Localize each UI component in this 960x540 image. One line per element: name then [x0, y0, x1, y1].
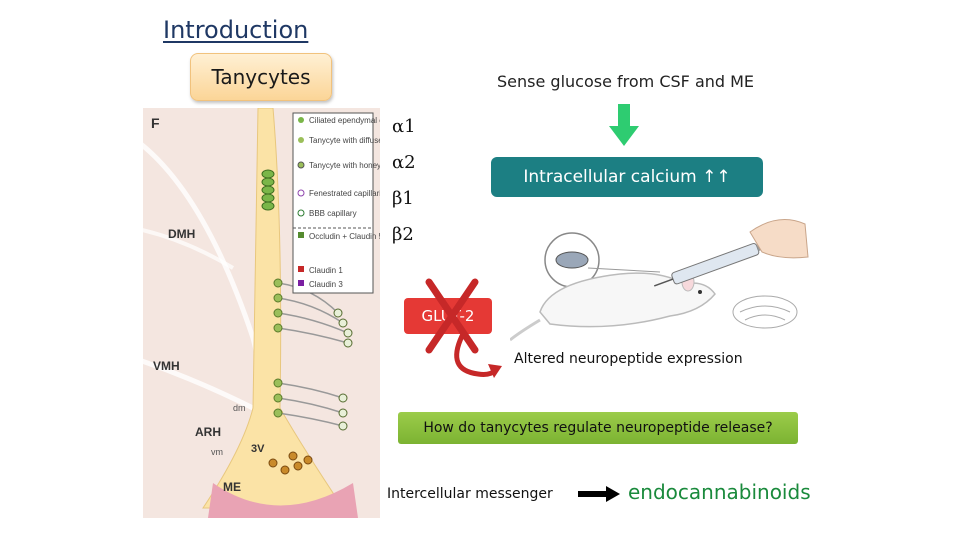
- curved-arrow-icon: [454, 333, 502, 378]
- legend-marker-fenestrated: [297, 189, 305, 197]
- brain-inset-icon: [555, 251, 589, 269]
- tanycytes-label: Tanycytes: [211, 65, 311, 89]
- messenger-text: Intercellular messenger: [387, 486, 553, 502]
- legend-marker-occludin: [298, 232, 304, 238]
- legend-marker-claudin1: [298, 266, 304, 272]
- mouse-eye-icon: [698, 290, 702, 294]
- region-label-arh: ARH: [195, 425, 221, 439]
- question-label: How do tanycytes regulate neuropeptide r…: [423, 420, 773, 436]
- mouse-tail-icon: [510, 318, 541, 342]
- legend-marker-ependymal: [298, 117, 304, 123]
- question-box: How do tanycytes regulate neuropeptide r…: [398, 412, 798, 444]
- legend-marker-bbb: [297, 209, 305, 217]
- legend-text: Occludin + Claudin 5 + ZO-1: [309, 232, 380, 241]
- subunit-beta2: β2: [392, 224, 414, 245]
- tanycytes-box: Tanycytes: [190, 53, 332, 101]
- calcium-label: Intracellular calcium ↑↑: [523, 167, 731, 187]
- legend-text: Claudin 1: [309, 266, 343, 275]
- intracellular-calcium-box: Intracellular calcium ↑↑: [491, 157, 763, 197]
- tissue-boundary: [143, 358, 255, 411]
- region-label-3v: 3V: [251, 443, 265, 455]
- region-label-me: ME: [223, 480, 241, 494]
- sense-glucose-text: Sense glucose from CSF and ME: [497, 72, 755, 91]
- mouse-injection-illustration: [510, 219, 809, 342]
- legend-box: [292, 112, 374, 294]
- cross-icon: [425, 278, 479, 354]
- region-label-dmh: DMH: [168, 227, 195, 241]
- fenestrated-capillaries: [268, 451, 313, 475]
- subunit-alpha1: α1: [392, 116, 416, 137]
- region-label-dm: dm: [233, 403, 246, 413]
- right-arrow-icon: [578, 486, 620, 502]
- median-eminence: [208, 483, 358, 518]
- legend-marker-diffuse: [298, 137, 304, 143]
- legend-text: Tanycyte with diffuse pattern: [309, 136, 380, 145]
- tissue-boundary: [143, 228, 235, 270]
- down-arrow-icon: [609, 104, 639, 146]
- legend-text: Tanycyte with honeycomb pattern: [309, 161, 380, 170]
- hand-icon: [749, 219, 809, 259]
- subunit-beta1: β1: [392, 188, 414, 209]
- hypothalamus-diagram: Ciliated ependymal cell Tanycyte with di…: [143, 108, 380, 518]
- brain-section-icon: [732, 295, 798, 329]
- endocannabinoids-text: endocannabinoids: [628, 480, 811, 504]
- inset-connector: [587, 267, 661, 273]
- process-endfeet: [333, 308, 353, 431]
- legend-text: Ciliated ependymal cell: [309, 116, 380, 125]
- mouse-body-icon: [539, 272, 716, 328]
- legend-text: Fenestrated capillaries: [309, 189, 380, 198]
- region-label-vmh: VMH: [153, 359, 180, 373]
- page-title: Introduction: [163, 16, 309, 44]
- altered-expression-text: Altered neuropeptide expression: [514, 351, 743, 367]
- subunit-alpha2: α2: [392, 152, 416, 173]
- region-label-vm: vm: [211, 447, 223, 457]
- legend-marker-claudin3: [298, 280, 304, 286]
- panel-label: F: [151, 115, 160, 131]
- tanycyte-cell-bodies: [273, 278, 283, 418]
- legend-text: Claudin 3: [309, 280, 343, 289]
- legend-text: BBB capillary: [309, 209, 357, 218]
- ependymal-cells: [261, 169, 275, 211]
- legend-marker-honeycomb: [297, 161, 305, 169]
